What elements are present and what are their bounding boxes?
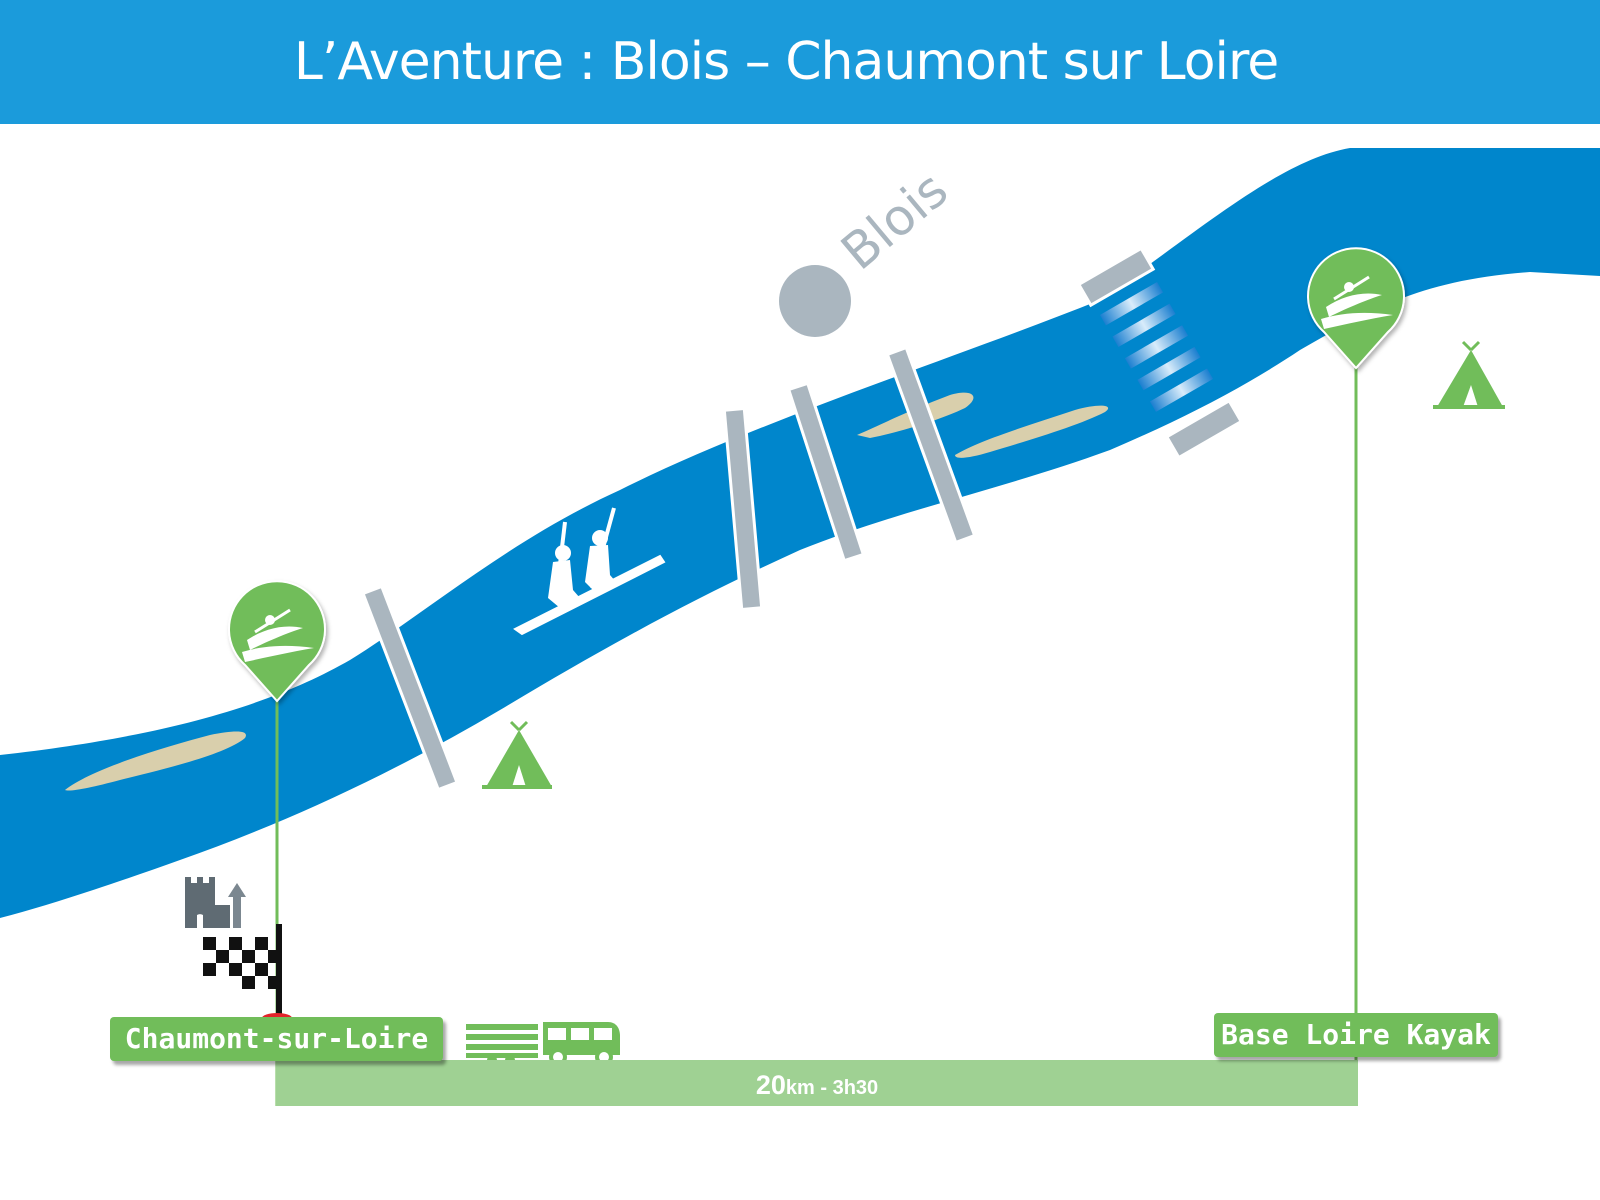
kayak-pin-icon (228, 580, 326, 703)
start-label: Base Loire Kayak (1214, 1013, 1498, 1057)
header-banner: L’Aventure : Blois – Chaumont sur Loire (0, 0, 1600, 124)
checkered-flag-icon (203, 924, 292, 1023)
sandbank (955, 405, 1109, 458)
canoe-paddlers-icon (513, 507, 666, 636)
bridge-icon (786, 381, 866, 563)
camping-tent-icon (1433, 340, 1505, 409)
distance-bar: 20km - 3h30 (276, 1060, 1358, 1106)
bridge-icon (361, 584, 459, 792)
sandbank (65, 731, 246, 791)
weir-icon (1076, 246, 1244, 460)
town-label: Blois (830, 160, 958, 281)
loire-river (0, 148, 1600, 918)
page-title: L’Aventure : Blois – Chaumont sur Loire (293, 32, 1279, 92)
distance-label: 20km - 3h30 (276, 1060, 1358, 1106)
distance-value: 20 (755, 1070, 786, 1100)
town-marker-icon (779, 265, 851, 337)
bridge-icon (722, 406, 764, 612)
bridge-icon (885, 345, 977, 545)
bus-trailer-icon (466, 1022, 620, 1066)
castle-icon (185, 877, 246, 928)
kayak-pin-icon (1307, 247, 1405, 370)
finish-label: Chaumont-sur-Loire (110, 1017, 443, 1061)
camping-tent-icon (482, 720, 552, 789)
distance-detail: km - 3h30 (785, 1077, 879, 1099)
